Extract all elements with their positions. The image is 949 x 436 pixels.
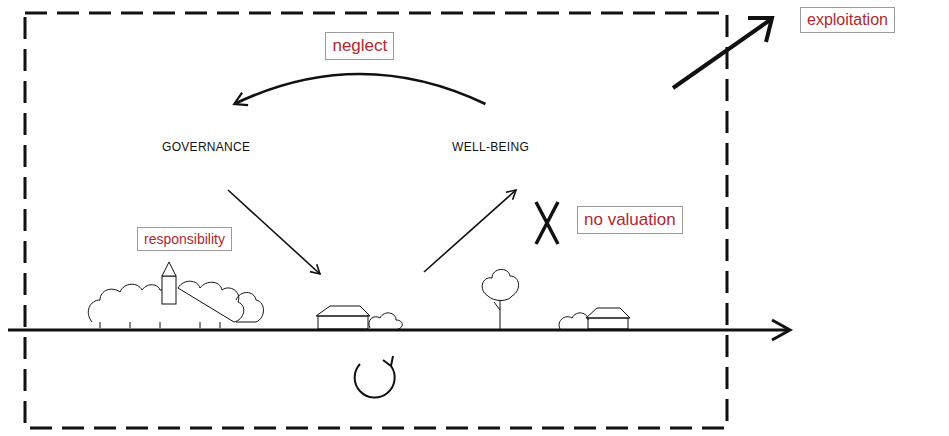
concept-label: GOVERNANCE [162,140,250,154]
single-tree [482,269,518,329]
farmhouse-center [316,306,402,329]
benefit-arrow [424,190,516,272]
system-boundary [25,13,727,428]
cycle-arrow [355,356,395,398]
responsibility-arrow [228,190,320,274]
note-tag: exploitation [800,7,895,33]
note-tag: no valuation [577,206,683,234]
feedback-arrow [234,74,485,104]
concept-node: GOVERNANCE [150,104,262,158]
concept-label: WELL-BEING [452,140,529,154]
farmhouse-right [559,308,630,329]
timeline-axis [8,320,790,340]
cross-mark [536,202,558,244]
concept-node: WELL-BEING [440,104,541,158]
village-trees [88,262,263,328]
note-tag: responsibility [137,227,232,251]
exploitation-arrow [673,18,772,88]
edge-tag: neglect [325,32,394,60]
